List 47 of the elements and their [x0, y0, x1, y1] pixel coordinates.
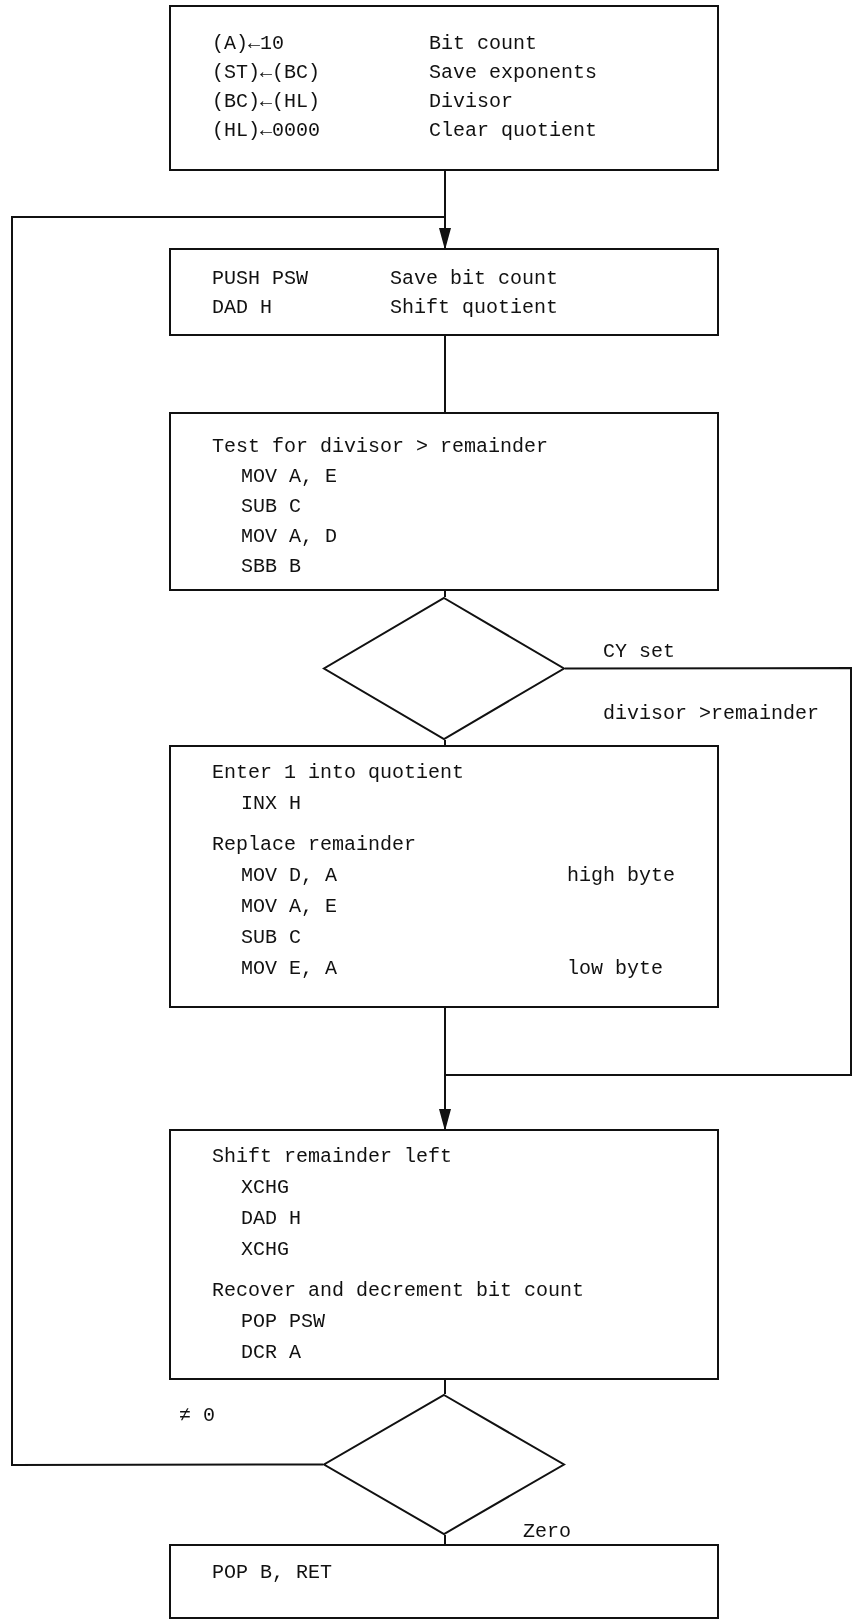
- code-text: MOV A, E: [241, 465, 337, 488]
- comment-text: low byte: [567, 956, 663, 982]
- code-text: Test for divisor > remainder: [212, 435, 549, 458]
- code-text: XCHG: [241, 1176, 289, 1199]
- process-box: [169, 1544, 719, 1619]
- comment-text: Bit count: [429, 31, 538, 57]
- connector-line: [444, 335, 446, 413]
- code-text: (HL)←0000: [212, 119, 321, 142]
- code-text: POP B, RET: [212, 1561, 333, 1584]
- decision-diamond: [323, 597, 565, 740]
- code-text: Shift remainder left: [212, 1145, 453, 1168]
- comment-text: Save bit count: [390, 266, 559, 292]
- code-text: MOV A, D: [241, 525, 337, 548]
- code-text: XCHG: [241, 1238, 289, 1261]
- comment-text: high byte: [567, 863, 676, 889]
- code-text: DAD H: [212, 296, 272, 319]
- code-text: (ST)←(BC): [212, 61, 321, 84]
- code-text: SUB C: [241, 926, 301, 949]
- code-text: DAD H: [241, 1207, 301, 1230]
- process-box: [169, 248, 719, 336]
- comment-text: Save exponents: [429, 60, 598, 86]
- code-text: Recover and decrement bit count: [212, 1279, 585, 1302]
- process-box: [169, 745, 719, 1008]
- code-text: PUSH PSW: [212, 267, 308, 290]
- process-box: [169, 5, 719, 171]
- code-text: SBB B: [241, 555, 301, 578]
- process-box: [169, 1129, 719, 1380]
- comment-text: Clear quotient: [429, 118, 598, 144]
- connector-line: [444, 590, 446, 598]
- connector-line: [444, 1379, 446, 1395]
- comment-text: Divisor: [429, 89, 513, 115]
- arrow: [11, 216, 451, 1466]
- code-text: POP PSW: [241, 1310, 325, 1333]
- code-text: (BC)←(HL): [212, 90, 321, 113]
- code-text: MOV A, E: [241, 895, 337, 918]
- code-text: Enter 1 into quotient: [212, 761, 465, 784]
- connector-line: [444, 739, 446, 746]
- code-text: INX H: [241, 792, 301, 815]
- code-text: MOV E, A: [241, 957, 337, 980]
- code-text: Replace remainder: [212, 833, 417, 856]
- connector-line: [444, 1534, 446, 1545]
- process-box: [169, 412, 719, 591]
- comment-text: Shift quotient: [390, 295, 559, 321]
- code-text: MOV D, A: [241, 864, 337, 887]
- code-text: (A)←10: [212, 32, 284, 55]
- code-text: DCR A: [241, 1341, 301, 1364]
- code-text: SUB C: [241, 495, 301, 518]
